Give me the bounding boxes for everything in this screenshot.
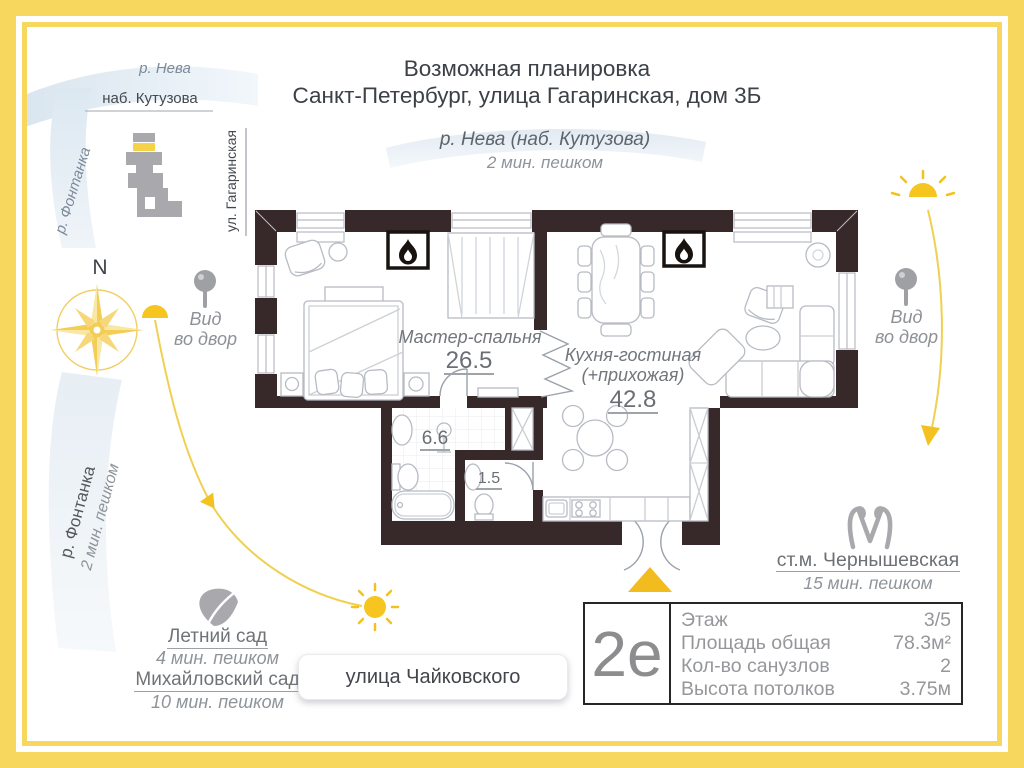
park-1-walk: 4 мин. пешком <box>156 648 279 668</box>
mini-map-river-neva-label: р. Нева <box>139 60 191 77</box>
floor-plan <box>255 210 858 592</box>
top-route-name: р. Нева (наб. Кутузова) <box>439 129 651 150</box>
room-bedroom-name: Мастер-спальня <box>398 327 542 347</box>
room-bath-area: 6.6 <box>419 428 451 451</box>
park-2-name: Михайловский сад <box>134 669 301 692</box>
leaf-icon <box>199 588 239 626</box>
sun-icon <box>350 582 400 632</box>
walls <box>255 210 858 545</box>
sun-arc-left <box>142 305 400 632</box>
arrow-icon <box>200 492 215 509</box>
building-icon <box>126 133 182 217</box>
park-2-walk: 10 мин. пешком <box>151 692 284 712</box>
view-pin-left-icon <box>194 270 216 308</box>
room-kitchen-area: 42.8 <box>607 386 659 415</box>
room-bedroom-area: 26.5 <box>443 347 495 376</box>
view-right-label1: Вид <box>890 307 923 327</box>
river-fontanka-top-shape <box>50 88 96 248</box>
view-left-label2: во двор <box>174 329 237 349</box>
room-wc-area: 1.5 <box>466 470 512 490</box>
windows <box>257 212 856 374</box>
fireplace-icon <box>386 230 430 270</box>
plan-code: 2е <box>585 604 671 703</box>
mini-map-embankment-label: наб. Кутузова <box>102 90 198 107</box>
park-1-name: Летний сад <box>166 626 269 649</box>
sunrise-icon <box>142 305 168 318</box>
river-fontanka-left-shape <box>48 372 122 652</box>
arrow-icon <box>921 425 940 446</box>
page-title-line1: Возможная планировка <box>403 56 651 81</box>
view-right-label2: во двор <box>875 327 938 347</box>
river-neva-center-shape <box>386 129 706 168</box>
entrance-arrow-icon <box>628 567 672 592</box>
mini-map <box>22 66 258 248</box>
sunrise-icon <box>890 169 956 197</box>
metro-name: ст.м. Чернышевская <box>775 549 961 573</box>
view-pin-right-icon <box>895 268 917 306</box>
room-kitchen-name: Кухня-гостиная <box>564 345 702 365</box>
furniture <box>280 223 835 522</box>
fireplace-icon <box>662 230 706 268</box>
top-route-walk: 2 мин. пешком <box>486 153 604 172</box>
street-band: улица Чайковского <box>298 654 568 700</box>
river-neva-shape <box>22 66 258 128</box>
accordion-door <box>539 330 575 398</box>
mini-map-street-label: ул. Гагаринская <box>223 130 239 232</box>
metro-walk: 15 мин. пешком <box>803 573 933 593</box>
view-left-label1: Вид <box>189 309 222 329</box>
compass-icon <box>51 284 143 376</box>
page-title-line2: Санкт-Петербург, улица Гагаринская, дом … <box>292 83 762 108</box>
metro-logo-icon <box>847 506 893 550</box>
sun-arc-right <box>890 169 956 446</box>
compass-north-label: N <box>92 256 108 279</box>
room-kitchen-name-extra: (+прихожая) <box>581 365 685 385</box>
